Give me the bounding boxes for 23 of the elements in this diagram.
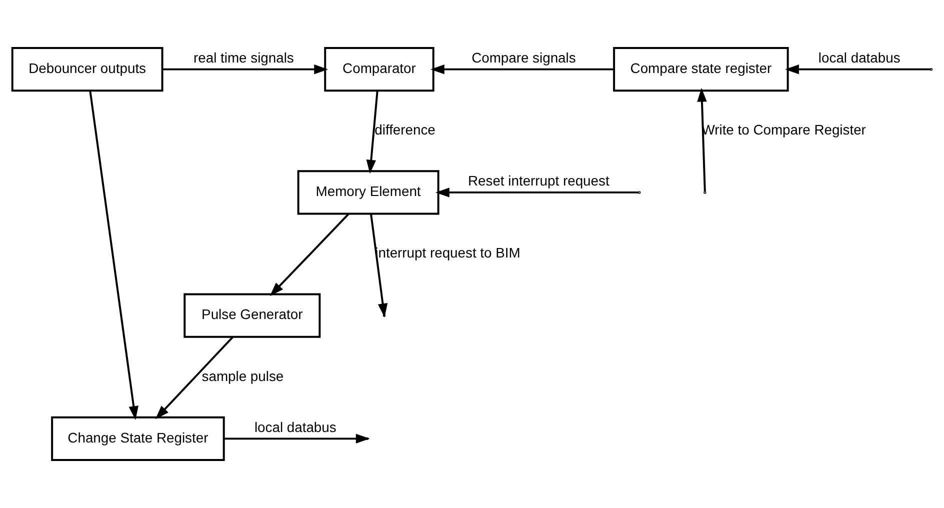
arrow [270,213,350,296]
edge-label: sample pulse [202,368,284,384]
arrow [366,90,378,174]
node-box: Pulse Generator [184,293,321,338]
edge-label: local databus [254,418,336,435]
node-box: Memory Element [297,170,440,215]
arrow [785,64,931,74]
node-box: Debouncer outputs [11,46,164,92]
edge-label: local databus [818,50,900,66]
edge-label: difference [374,122,436,138]
arrow [430,64,614,74]
arrow [155,336,234,420]
node-box: Comparator [324,46,434,92]
arrow [162,64,328,74]
edge-label: Compare signals [472,50,576,66]
arrow [370,214,388,318]
node-box: Change State Register [51,416,225,462]
edge-label: real time signals [194,50,294,66]
arrow [697,88,707,192]
arrow [435,188,639,198]
node-box: Compare state register [613,46,789,92]
arrow [89,90,138,420]
edge-label: Reset interrupt request [468,172,610,189]
